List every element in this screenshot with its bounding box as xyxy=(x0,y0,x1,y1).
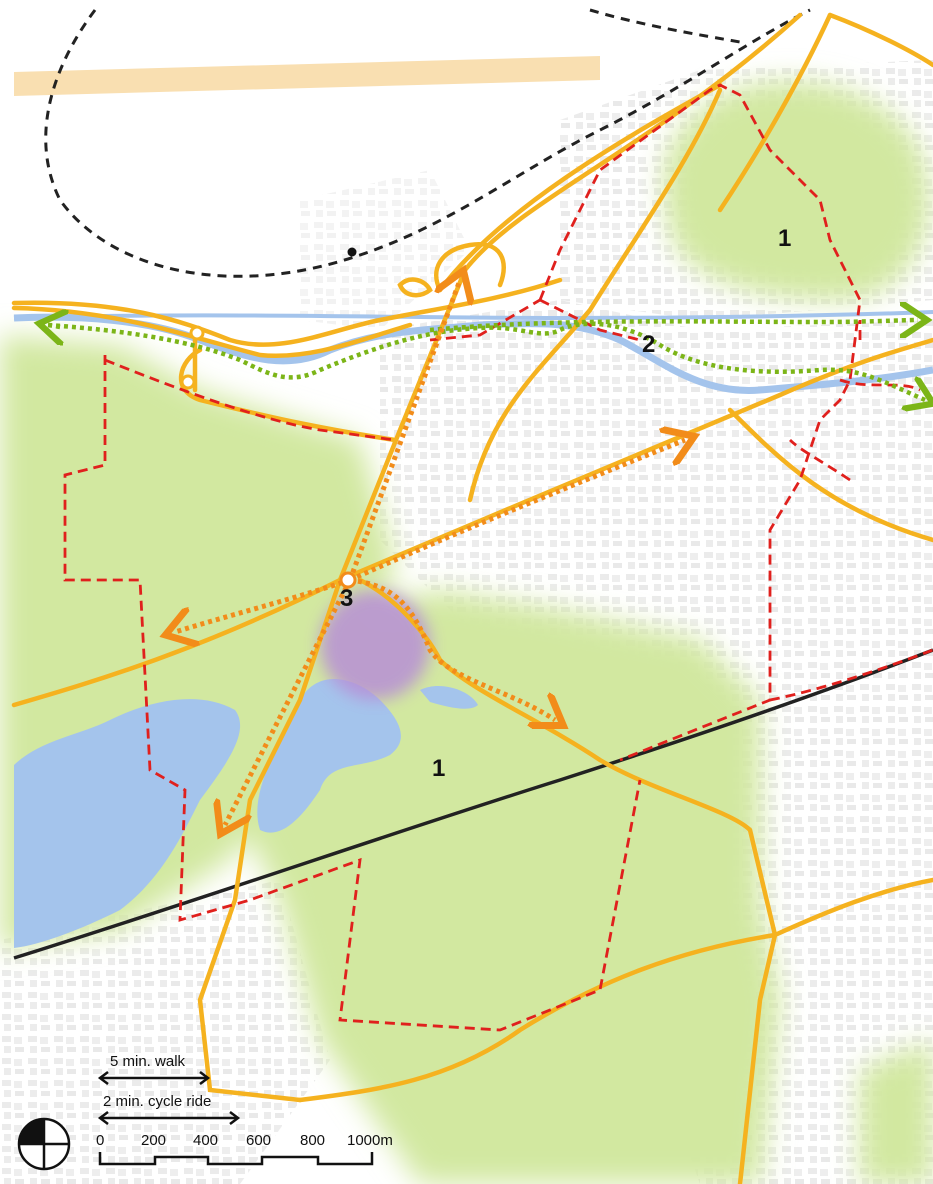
airport-point xyxy=(347,247,357,257)
scale-legend: 5 min. walk 2 min. cycle ride 0 200 400 … xyxy=(96,1053,393,1166)
airport-boundary xyxy=(44,8,811,278)
area-label-canal: 2 xyxy=(642,331,655,358)
cycle-walk-routes xyxy=(175,280,685,825)
greenway-route xyxy=(48,320,925,400)
scale-bar xyxy=(98,1152,374,1166)
scale-tick-1000: 1000m xyxy=(347,1132,393,1149)
railway-line xyxy=(13,648,933,960)
scale-tick-200: 200 xyxy=(141,1132,166,1149)
runway xyxy=(14,56,600,96)
north-compass-icon xyxy=(17,1117,71,1171)
walk-scale-label: 5 min. walk xyxy=(110,1053,186,1070)
area-label-green-north: 1 xyxy=(778,225,791,252)
hub-zone xyxy=(320,590,430,700)
road-junctions xyxy=(180,325,205,390)
pond-hub xyxy=(420,685,478,709)
green-space-south xyxy=(240,590,780,1184)
scale-tick-600: 600 xyxy=(246,1132,271,1149)
lake-west xyxy=(14,699,241,948)
green-space-northeast xyxy=(664,81,929,300)
scale-tick-800: 800 xyxy=(300,1132,325,1149)
green-space-southeast xyxy=(860,1040,933,1184)
area-label-hub: 3 xyxy=(340,585,353,612)
cycle-scale-label: 2 min. cycle ride xyxy=(103,1093,211,1110)
scale-tick-0: 0 xyxy=(96,1132,104,1149)
area-label-green-south: 1 xyxy=(432,755,445,782)
scale-tick-400: 400 xyxy=(193,1132,218,1149)
neighbourhood-boundaries xyxy=(63,83,933,1032)
